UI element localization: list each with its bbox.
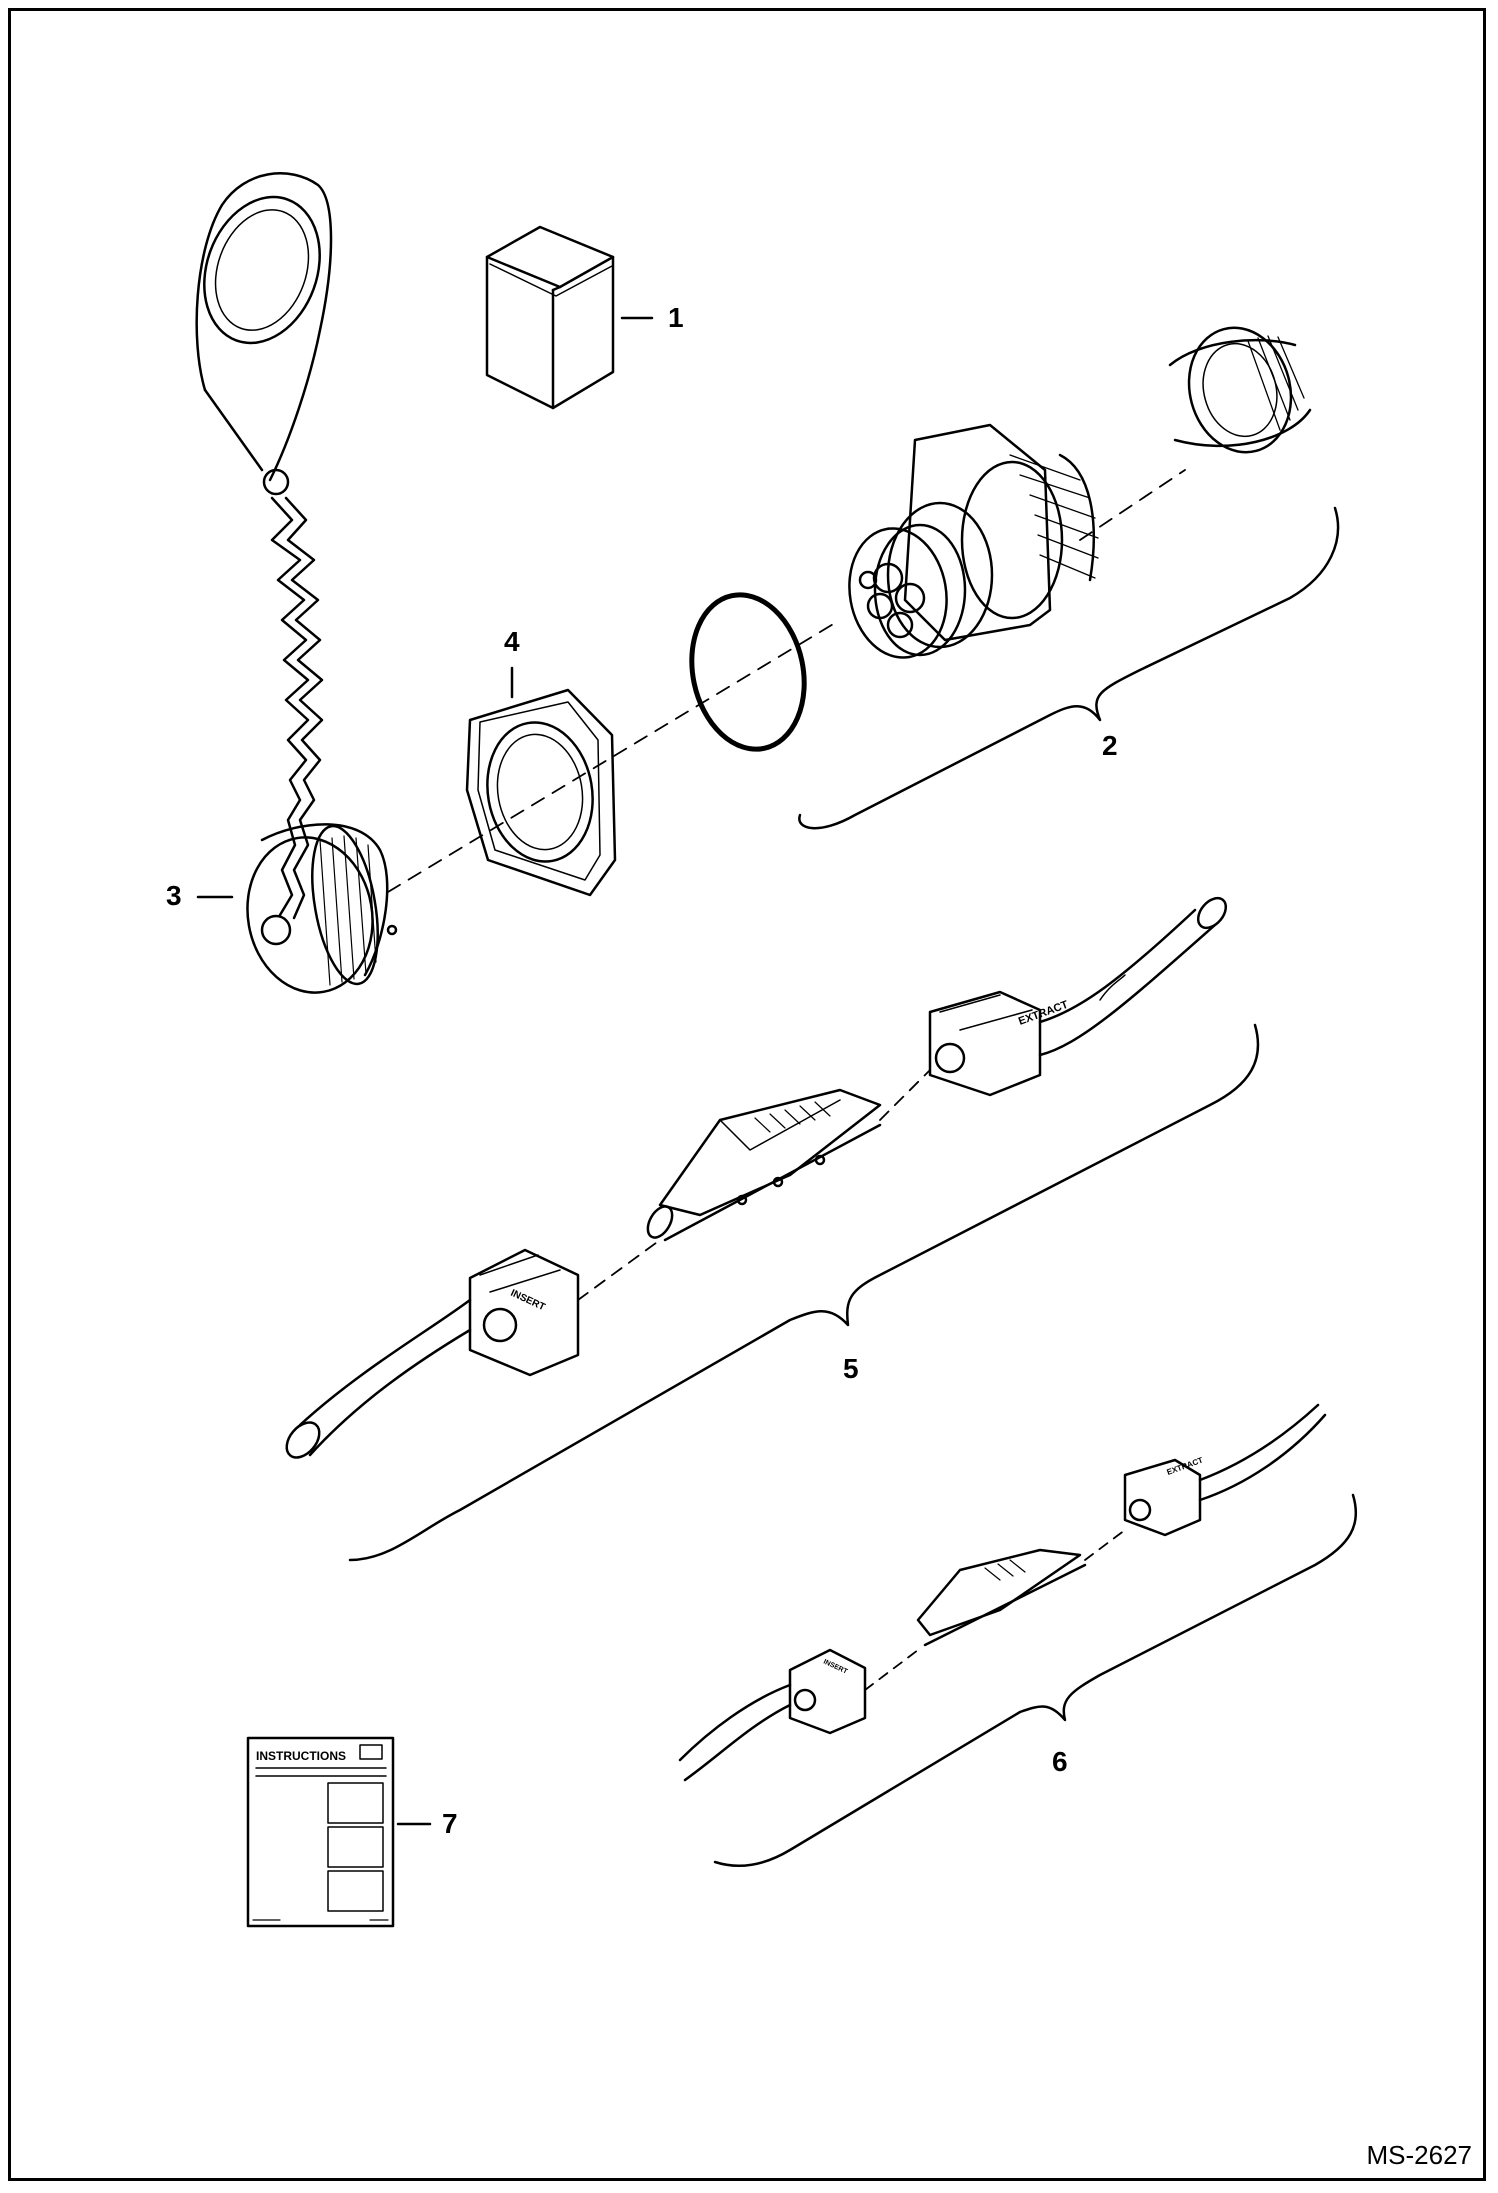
- pin-insertion-tool-large-part: [285, 1248, 580, 1459]
- coupling-nut-part: [1168, 326, 1312, 454]
- o-ring-part: [689, 592, 807, 752]
- callout-1: 1: [668, 302, 684, 333]
- instruction-sheet-title: INSTRUCTIONS: [256, 1749, 346, 1763]
- callout-5: 5: [843, 1353, 859, 1384]
- callout-4: 4: [504, 626, 520, 657]
- insert-label-large: INSERT: [509, 1288, 547, 1313]
- diagram-frame: [8, 8, 1486, 2181]
- insert-label-small: INSERT: [822, 1658, 849, 1675]
- callout-6: 6: [1052, 1746, 1068, 1777]
- callout-7: 7: [442, 1808, 458, 1839]
- brace-item-6: [713, 1493, 1358, 1868]
- pin-extraction-tool-large-part: [928, 896, 1228, 1097]
- hex-nut-part: [465, 688, 617, 897]
- insertion-extraction-sleeve-large-part: [646, 1088, 882, 1242]
- dust-cap-with-lanyard-part: [195, 172, 398, 994]
- drawing-id: MS-2627: [1366, 2140, 1473, 2170]
- callout-3: 3: [166, 880, 182, 911]
- pin-insertion-tool-small-part: [678, 1648, 867, 1782]
- assembly-axis-line: [387, 469, 1186, 893]
- pin-extraction-tool-small-part: [1123, 1403, 1327, 1537]
- tool-axis-line-6: [864, 1529, 1126, 1691]
- tool-axis-line-5: [577, 1069, 931, 1301]
- brace-item-2: [798, 506, 1340, 830]
- instruction-sheet-part: [246, 1736, 395, 1928]
- callout-2: 2: [1102, 730, 1118, 761]
- insertion-extraction-sleeve-small-part: [916, 1548, 1087, 1647]
- brace-item-5: [348, 1023, 1260, 1562]
- receptacle-connector-part: [848, 423, 1099, 659]
- package-box-part: [485, 225, 615, 410]
